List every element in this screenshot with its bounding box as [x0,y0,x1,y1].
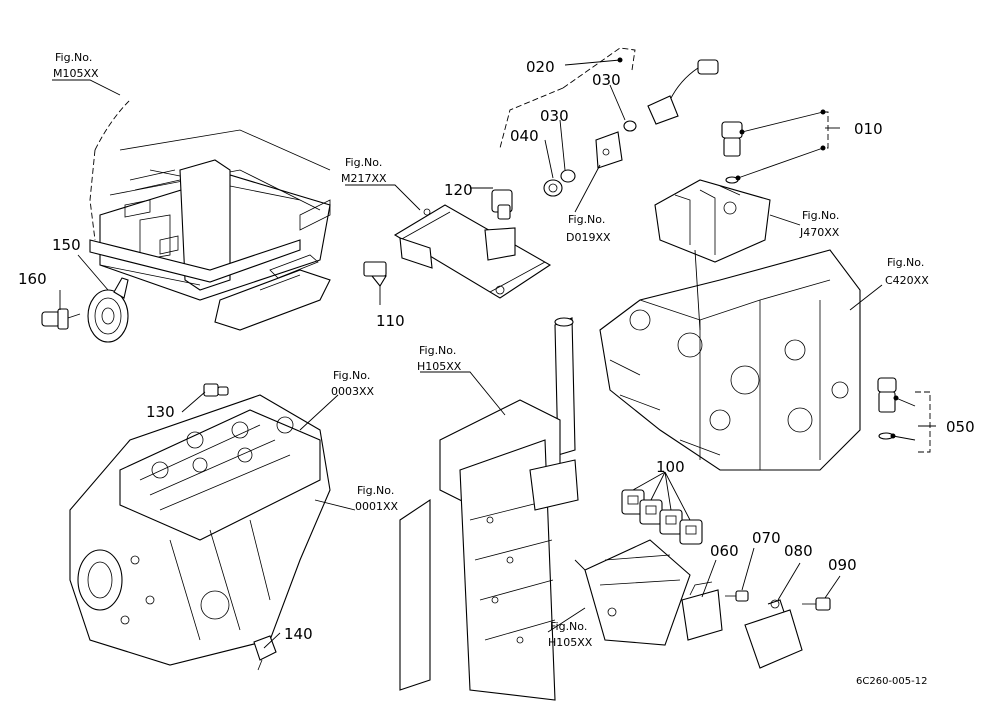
relay-060 [681,581,723,641]
horn-bolt [41,308,81,330]
svg-text:J470XX: J470XX [799,226,840,239]
svg-text:Fig.No.: Fig.No. [357,484,394,497]
figure-references: Fig.No. M105XX Fig.No. M217XX Fig.No. D0… [53,51,929,649]
svg-text:Fig.No.: Fig.No. [802,209,839,222]
svg-text:H105XX: H105XX [417,360,462,373]
fig-ref-0003xx: Fig.No. 0003XX [331,369,375,398]
svg-text:D019XX: D019XX [566,231,611,244]
part-label-130: 130 [146,403,175,421]
part-label-090: 090 [828,556,857,574]
part-label-120: 120 [444,181,473,199]
diagram-code: 6C260-005-12 [856,676,927,687]
part-label-080: 080 [784,542,813,560]
part-label-140: 140 [284,625,313,643]
valve-block [654,179,771,331]
svg-text:C420XX: C420XX [885,274,929,287]
svg-text:M217XX: M217XX [341,172,387,185]
engine-block [69,394,331,666]
part-label-110: 110 [376,312,405,330]
part-label-050: 050 [946,418,975,436]
fig-ref-0001xx: Fig.No. 0001XX [355,484,399,513]
fig-ref-m105xx: Fig.No. M105XX [53,51,99,80]
svg-text:Fig.No.: Fig.No. [419,344,456,357]
svg-text:H105XX: H105XX [548,636,593,649]
chassis-frame [399,317,579,701]
switch-120 [491,189,513,220]
sensor-140 [253,635,277,671]
bolt-070 [725,590,749,602]
fig-ref-m217xx: Fig.No. M217XX [341,156,387,185]
part-labels: 020 030 030 040 010 050 060 070 080 090 … [18,58,975,643]
fig-ref-h105xx-lower: Fig.No. H105XX [548,620,593,649]
fig-ref-j470xx: Fig.No. J470XX [799,209,840,239]
part-label-160: 160 [18,270,47,288]
svg-text:Fig.No.: Fig.No. [550,620,587,633]
svg-text:Fig.No.: Fig.No. [333,369,370,382]
svg-text:Fig.No.: Fig.No. [568,213,605,226]
flasher-080 [744,599,803,669]
svg-text:Fig.No.: Fig.No. [55,51,92,64]
part-label-030-upper: 030 [592,71,621,89]
relay-plate [574,539,691,646]
part-label-070: 070 [752,529,781,547]
svg-text:0003XX: 0003XX [331,385,375,398]
part-label-020: 020 [526,58,555,76]
sensor-130 [203,383,229,397]
switch-110 [363,261,387,287]
temperature-sensor-group [499,47,719,197]
svg-text:Fig.No.: Fig.No. [345,156,382,169]
svg-text:Fig.No.: Fig.No. [887,256,924,269]
part-label-030-lower: 030 [540,107,569,125]
part-label-100: 100 [656,458,685,476]
part-label-040: 040 [510,127,539,145]
leader-lines [52,57,936,649]
part-label-010: 010 [854,120,883,138]
fig-ref-d019xx: Fig.No. D019XX [566,213,611,244]
part-label-060: 060 [710,542,739,560]
transmission-case [599,249,861,471]
svg-text:M105XX: M105XX [53,67,99,80]
pressure-switch-050 [877,377,897,440]
switch-bracket [393,204,552,299]
bolt-090 [802,597,831,611]
fig-ref-h105xx-upper: Fig.No. H105XX [417,344,462,373]
fig-ref-c420xx: Fig.No. C420XX [885,256,929,287]
part-label-150: 150 [52,236,81,254]
frame-assembly [89,99,331,331]
horn [87,277,129,343]
pressure-switch-010 [721,121,743,184]
relay-group-100 [621,489,703,545]
svg-text:0001XX: 0001XX [355,500,399,513]
